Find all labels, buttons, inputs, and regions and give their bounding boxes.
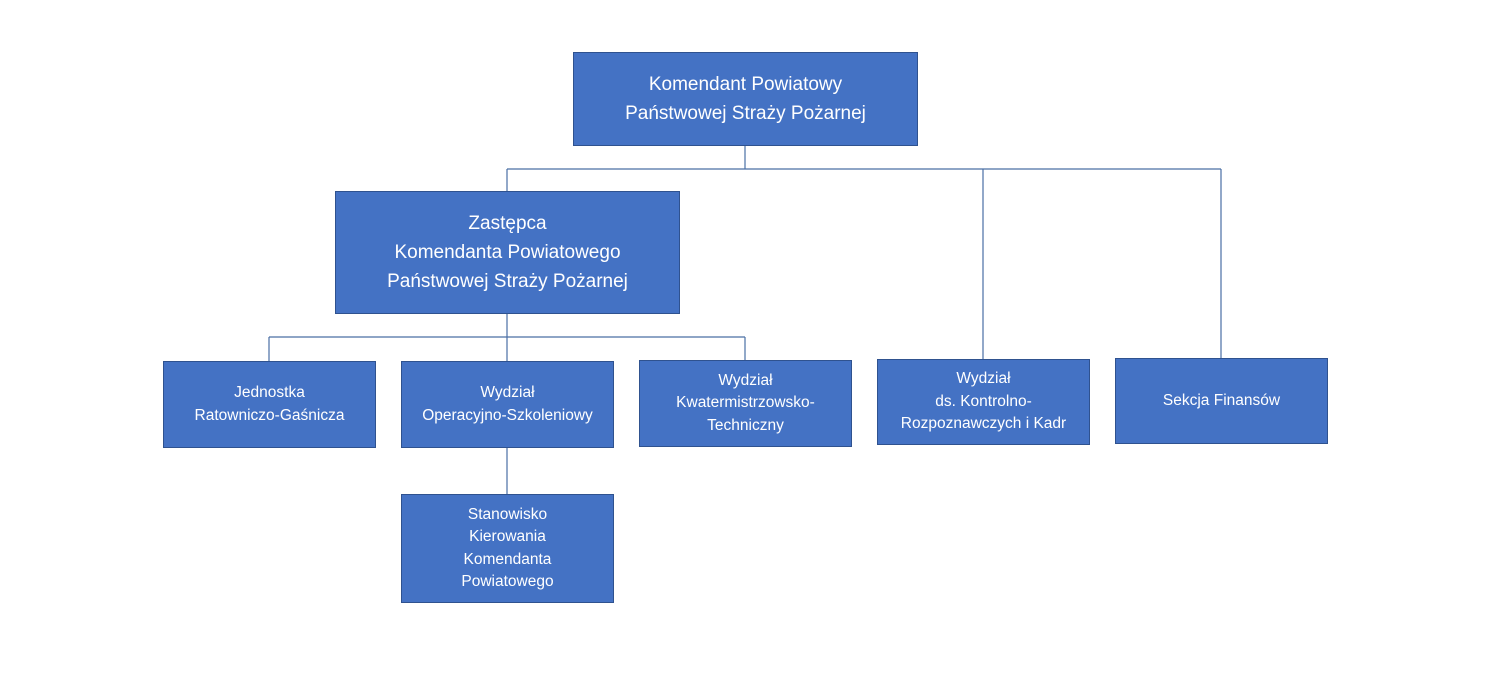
node-stanowisko-kierowania-label: Stanowisko Kierowania Komendanta Powiato… [461,505,554,591]
node-sekcja-finansow-label: Sekcja Finansów [1162,391,1281,409]
node-wydzial-operacyjno-szkoleniowy-label: Wydział Operacyjno-Szkoleniowy [422,384,593,424]
node-wydzial-kwatermistrzowsko-techniczny: Wydział Kwatermistrzowsko- Techniczny [639,360,852,447]
node-wydzial-kontrolno-rozpoznawczych-label: Wydział ds. Kontrolno- Rozpoznawczych i … [900,370,1067,433]
node-komendant-powiatowy-label: Komendant Powiatowy Państwowej Straży Po… [625,74,866,124]
node-wydzial-kontrolno-rozpoznawczych: Wydział ds. Kontrolno- Rozpoznawczych i … [877,359,1090,445]
node-jednostka-ratowniczo-gasnicza: Jednostka Ratowniczo-Gaśnicza [163,361,376,448]
node-zastepca-komendanta-label: Zastępca Komendanta Powiatowego Państwow… [387,213,628,292]
node-sekcja-finansow: Sekcja Finansów [1115,358,1328,444]
node-stanowisko-kierowania: Stanowisko Kierowania Komendanta Powiato… [401,494,614,603]
node-zastepca-komendanta: Zastępca Komendanta Powiatowego Państwow… [335,191,680,314]
node-komendant-powiatowy: Komendant Powiatowy Państwowej Straży Po… [573,52,918,146]
node-jednostka-ratowniczo-gasnicza-label: Jednostka Ratowniczo-Gaśnicza [194,384,345,424]
node-wydzial-kwatermistrzowsko-techniczny-label: Wydział Kwatermistrzowsko- Techniczny [676,371,815,434]
node-wydzial-operacyjno-szkoleniowy: Wydział Operacyjno-Szkoleniowy [401,361,614,448]
